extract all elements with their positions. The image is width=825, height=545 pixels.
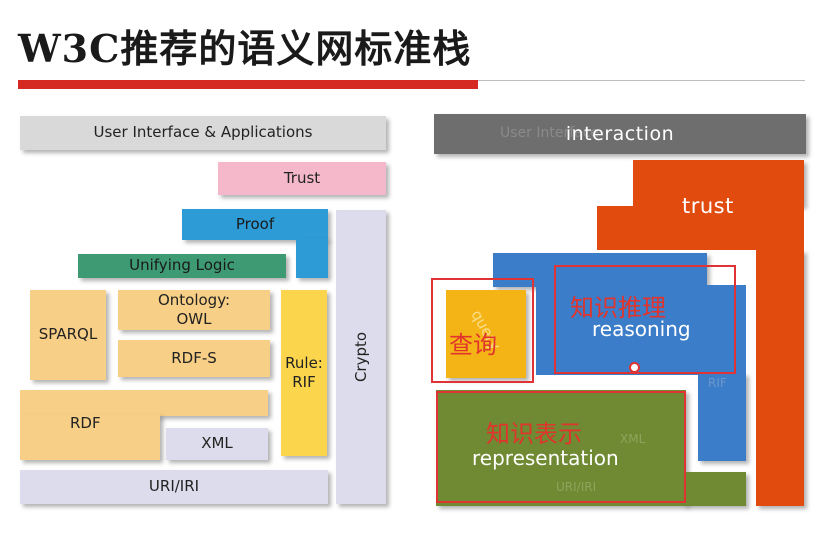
faded-xml-label: XML [620,432,646,446]
query-highlight-box [431,278,534,383]
uri-iri-layer: URI/IRI [20,470,328,504]
trust-layer-mid [597,206,804,250]
faded-ui-label: User Interface [500,125,600,141]
reasoning-layer-bottom [698,373,746,461]
interaction-layer: User Interface interaction [434,114,806,154]
rule-rif-layer: Rule: RIF [281,290,327,456]
reasoning-label: reasoning [592,317,691,341]
trust-layer-right [756,250,804,506]
crypto-label: Crypto [352,331,370,383]
sparql-layer: SPARQL [30,290,106,380]
rdfs-layer: RDF-S [118,340,270,377]
reasoning-layer-mid [536,285,746,375]
ui-applications-layer: User Interface & Applications [20,116,386,150]
ontology-owl-layer: Ontology: OWL [118,290,270,330]
xml-layer: XML [166,428,268,460]
trust-layer: Trust [218,162,386,195]
page-title: W3C推荐的语义网标准栈 [18,26,472,71]
unifying-logic-layer: Unifying Logic [78,254,286,278]
representation-layer-right [684,472,746,506]
title-divider [478,80,805,81]
reasoning-layer-top [493,253,707,287]
crypto-layer: Crypto [336,210,386,504]
reasoning-annotation: 知识推理 [570,294,666,322]
reasoning-highlight-box [554,265,736,374]
faded-rif-label: RIF [708,376,727,390]
faded-uri-label: URI/IRI [556,480,597,494]
proof-layer-extension [296,238,328,278]
representation-label: representation [472,446,619,470]
rdf-label: RDF [70,414,101,432]
representation-highlight-box [436,391,686,503]
proof-layer: Proof [182,209,328,240]
representation-annotation: 知识表示 [486,420,582,448]
trust-label: trust [682,194,734,218]
rdf-layer-lower [20,414,160,460]
trust-layer-top [633,160,804,206]
interaction-label: interaction [565,122,675,145]
title-underline [18,80,478,89]
query-layer: query [446,290,526,378]
representation-layer [436,390,686,506]
query-annotation: 查询 [449,331,497,359]
rdf-layer [20,390,268,416]
